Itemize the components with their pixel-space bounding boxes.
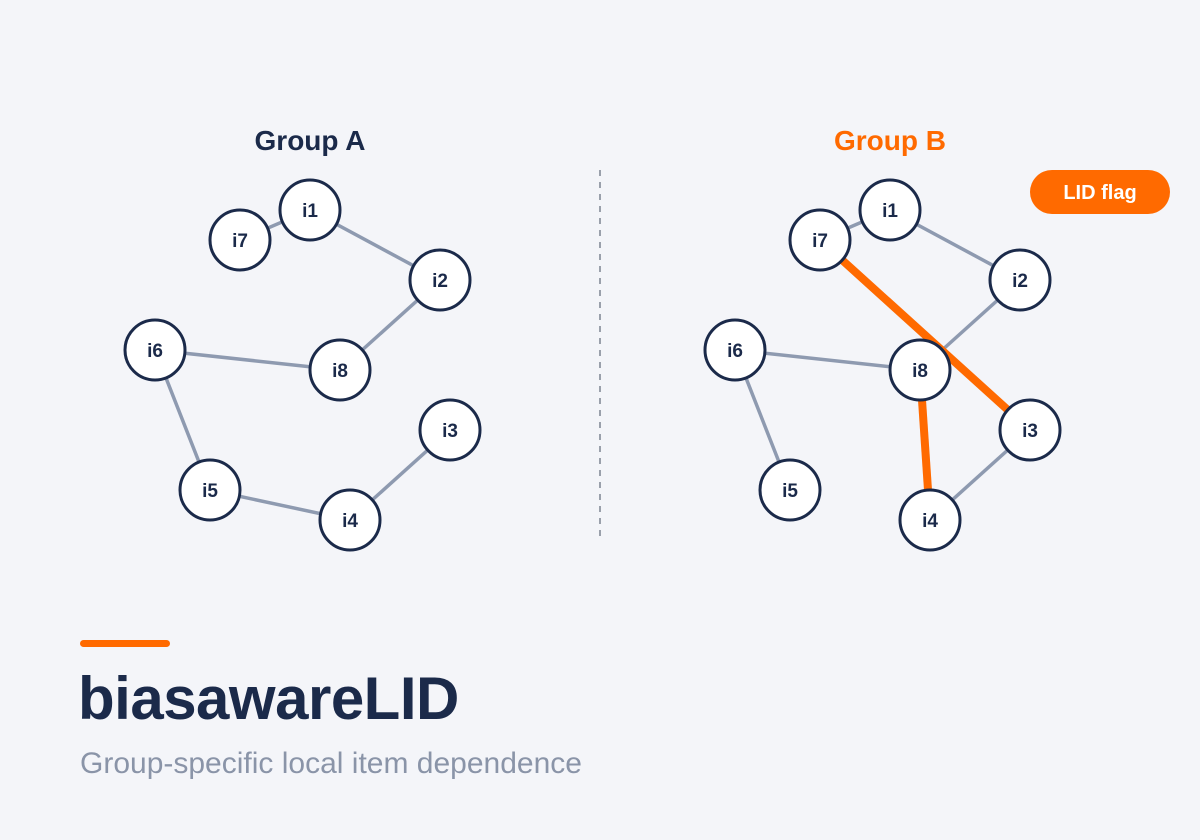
group-b-node-i3 bbox=[998, 398, 1062, 462]
group-b-node-label-i6: i6 bbox=[727, 341, 743, 362]
group-a-node-label-i3: i3 bbox=[442, 421, 458, 442]
group-a-node-label-i8: i8 bbox=[332, 361, 348, 382]
group-a-node-i2 bbox=[408, 248, 472, 312]
group-a-node-i4 bbox=[318, 488, 382, 552]
group-b-network: i1 i2 i3 i4 i5 i6 i7 i8 bbox=[703, 178, 1062, 552]
group-a-node-label-i7: i7 bbox=[232, 231, 248, 252]
group-b-node-label-i1: i1 bbox=[882, 201, 898, 222]
accent-bar bbox=[80, 640, 170, 647]
brand-subtitle: Group-specific local item dependence bbox=[80, 747, 582, 780]
group-a-node-label-i4: i4 bbox=[342, 511, 358, 532]
group-b-title: Group B bbox=[834, 125, 946, 156]
group-b-node-i4 bbox=[898, 488, 962, 552]
group-a-node-label-i1: i1 bbox=[302, 201, 318, 222]
group-b-node-label-i7: i7 bbox=[812, 231, 828, 252]
group-a-node-i5 bbox=[178, 458, 242, 522]
lid-flag-badge: LID flag bbox=[1030, 170, 1170, 214]
group-b-node-label-i8: i8 bbox=[912, 361, 928, 382]
group-b-node-i8 bbox=[888, 338, 952, 402]
lid-flag-badge-background bbox=[1030, 170, 1170, 214]
lid-flag-label: LID flag bbox=[1063, 182, 1136, 204]
group-b-node-label-i4: i4 bbox=[922, 511, 938, 532]
group-b-node-label-i2: i2 bbox=[1012, 271, 1028, 292]
group-b-node-i2 bbox=[988, 248, 1052, 312]
group-a-node-label-i2: i2 bbox=[432, 271, 448, 292]
group-b-node-label-i3: i3 bbox=[1022, 421, 1038, 442]
group-a-node-i8 bbox=[308, 338, 372, 402]
group-b-flagged-edge-i7-i3 bbox=[817, 237, 1033, 433]
group-b-node-i6 bbox=[703, 318, 767, 382]
group-b-node-i5 bbox=[758, 458, 822, 522]
group-b-node-i7 bbox=[788, 208, 852, 272]
group-b-node-label-i5: i5 bbox=[782, 481, 798, 502]
group-b-node-i1 bbox=[858, 178, 922, 242]
group-a-node-i7 bbox=[208, 208, 272, 272]
group-a-node-i1 bbox=[278, 178, 342, 242]
group-a-title: Group A bbox=[255, 125, 366, 156]
brand-title: biasawareLID bbox=[78, 665, 459, 732]
group-a-node-i3 bbox=[418, 398, 482, 462]
group-a-node-label-i5: i5 bbox=[202, 481, 218, 502]
group-a-network: i1 i2 i3 i4 i5 i6 i7 i8 bbox=[123, 178, 482, 552]
group-a-node-label-i6: i6 bbox=[147, 341, 163, 362]
group-a-node-i6 bbox=[123, 318, 187, 382]
